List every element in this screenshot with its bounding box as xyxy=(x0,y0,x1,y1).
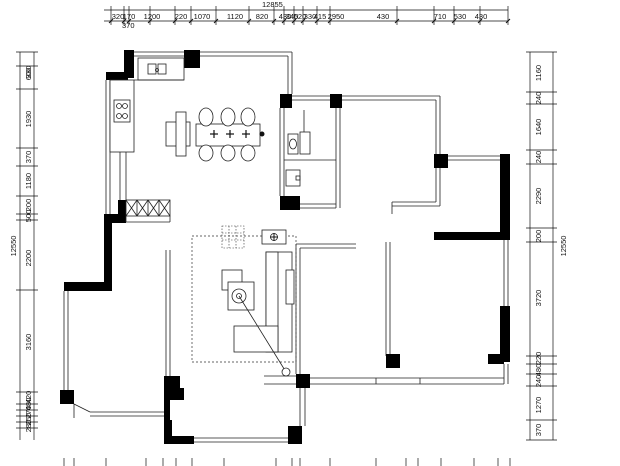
top-dimension-slash xyxy=(327,18,333,24)
top-dimension-slash xyxy=(246,18,252,24)
dining-table-set xyxy=(165,107,265,162)
left-segment-dimension: 500 xyxy=(24,210,33,223)
right-segment-dimension: 2290 xyxy=(534,188,543,205)
right-segment-dimension: 1640 xyxy=(534,119,543,136)
top-dimension-slash xyxy=(394,18,400,24)
left-segment-dimension: 420 xyxy=(24,391,33,404)
top-segment-dimension: 1120 xyxy=(227,12,243,21)
top-segment-dimension: 430 xyxy=(279,12,292,21)
left-segment-dimension: 600 xyxy=(24,68,33,81)
top-segment-dimension: 1200 xyxy=(144,12,161,21)
top-dimension-slash xyxy=(213,18,219,24)
top-segment-dimension: 430 xyxy=(475,12,488,21)
left-segment-dimension: 270 xyxy=(24,406,33,419)
pendant-light-icon xyxy=(259,131,265,137)
right-dimension-chain: 12550 1160240164024022902003720220480240… xyxy=(526,51,568,441)
top-segment-dimension: 430 xyxy=(377,12,390,21)
left-segment-dimension: 1180 xyxy=(24,173,33,189)
living-room xyxy=(191,225,297,377)
top-dimension-slash xyxy=(108,18,114,24)
top-dimension-slash xyxy=(477,18,483,24)
right-segment-dimension: 370 xyxy=(534,424,543,437)
table-lamp-icon xyxy=(261,229,287,245)
top-dimension-slash xyxy=(147,18,153,24)
right-segment-dimension: 240 xyxy=(534,375,543,388)
right-segment-dimension: 240 xyxy=(534,92,543,105)
right-segment-dimension: 200 xyxy=(534,230,543,243)
left-segment-dimension: 330 xyxy=(24,66,33,79)
kitchen xyxy=(109,57,185,223)
top-dimension-slash xyxy=(188,18,194,24)
top-dimension-slash xyxy=(281,18,287,24)
top-segment-dimension: 220 xyxy=(175,12,188,21)
left-segment-dimension: 280 xyxy=(24,420,33,433)
left-total-dimension: 12550 xyxy=(9,236,18,257)
top-dimension-slash xyxy=(172,18,178,24)
top-dimension-slash xyxy=(505,18,511,24)
left-segment-dimension: 250 xyxy=(24,413,33,426)
bottom-dimension-ticks xyxy=(63,458,511,466)
left-segment-dimension: 480 xyxy=(24,398,33,411)
left-segment-dimension: 1930 xyxy=(24,111,33,128)
top-segment-dimension: 1070 xyxy=(194,12,211,21)
right-segment-dimension: 480 xyxy=(534,364,543,377)
right-total-dimension: 12550 xyxy=(559,236,568,257)
top-segment-dimension: 340 xyxy=(286,12,299,21)
top-dimension-slash xyxy=(121,18,127,24)
right-segment-dimension: 220 xyxy=(534,352,543,365)
top-segment-dimension: 320 xyxy=(112,12,125,21)
cooktop-icon xyxy=(113,99,131,123)
top-segment-dimension: 2950 xyxy=(328,12,345,21)
top-dimension-slash xyxy=(271,18,277,24)
storage-cabinet xyxy=(125,199,171,217)
sofa xyxy=(233,251,295,353)
top-sub-dimension: 370 xyxy=(122,21,135,30)
right-segment-dimension: 1160 xyxy=(534,65,543,81)
left-segment-dimension: 370 xyxy=(24,151,33,164)
top-segment-dimension: 415 xyxy=(314,12,327,21)
top-dimension-slash xyxy=(451,18,457,24)
top-segment-dimension: 520 xyxy=(294,12,307,21)
top-dimension-slash xyxy=(314,18,320,24)
walls xyxy=(60,50,510,444)
top-dimension-slash xyxy=(431,18,437,24)
top-dimension-slash xyxy=(300,18,306,24)
top-segment-dimension: 710 xyxy=(434,12,447,21)
sink-icon xyxy=(147,63,167,75)
right-segment-dimension: 1270 xyxy=(534,397,543,414)
floor-lamp-icon xyxy=(281,367,291,377)
top-dimension-slash xyxy=(126,18,132,24)
top-dimension-slash xyxy=(291,18,297,24)
right-segment-dimension: 3720 xyxy=(534,290,543,307)
bathroom-fixtures xyxy=(285,110,311,187)
top-segment-dimension: 530 xyxy=(454,12,467,21)
left-segment-dimension: 3160 xyxy=(24,334,33,351)
left-segment-dimension: 2200 xyxy=(24,250,33,267)
left-segment-dimension: 200 xyxy=(24,199,33,212)
armchair xyxy=(221,269,255,311)
top-total-dimension: 12855 xyxy=(262,0,283,9)
top-segment-dimension: 820 xyxy=(256,12,269,21)
right-segment-dimension: 240 xyxy=(534,151,543,164)
top-segment-dimension: 170 xyxy=(123,12,136,21)
top-segment-dimension: 330 xyxy=(304,12,317,21)
